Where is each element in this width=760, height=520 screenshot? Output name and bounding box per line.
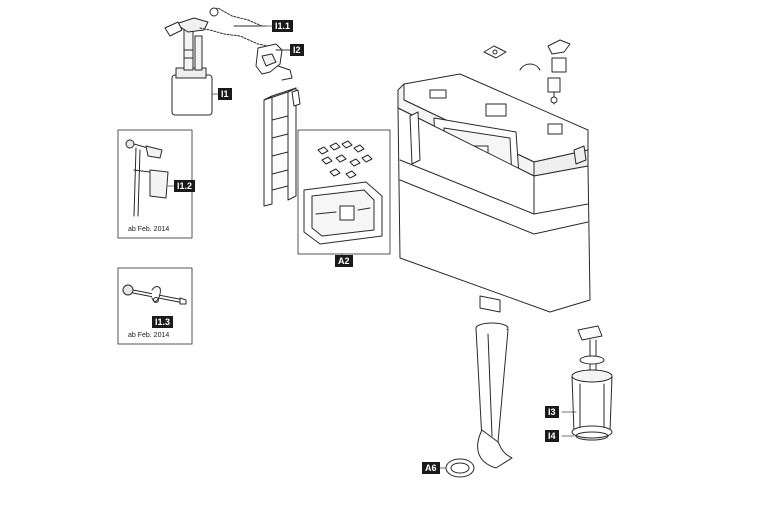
part-label-i4: I4 [545,430,559,442]
leader-lines [167,25,577,469]
part-label-i1: I1 [218,88,232,100]
float-rod [263,87,301,207]
top-small-parts [483,39,571,105]
part-label-i1-3: I1.3 [152,316,174,328]
part-label-i1-1: I1.1 [272,20,294,32]
part-label-i1-2: I1.2 [174,180,196,192]
linkage-i2 [255,43,293,81]
flush-pipe [445,322,513,478]
fill-valve-i1 [164,7,269,116]
detail-box-a2 [297,129,391,255]
caption-i1-3: ab Feb. 2014 [128,332,170,339]
flush-valve [571,325,613,441]
detail-box-i1-3 [117,267,193,345]
detail-box-i1-2 [117,129,193,239]
part-label-a6: A6 [422,462,440,474]
caption-i1-2: ab Feb. 2014 [128,226,170,233]
cistern-tank [397,73,591,313]
part-label-i3: I3 [545,406,559,418]
part-label-a2: A2 [335,255,353,267]
part-label-i2: I2 [290,44,304,56]
